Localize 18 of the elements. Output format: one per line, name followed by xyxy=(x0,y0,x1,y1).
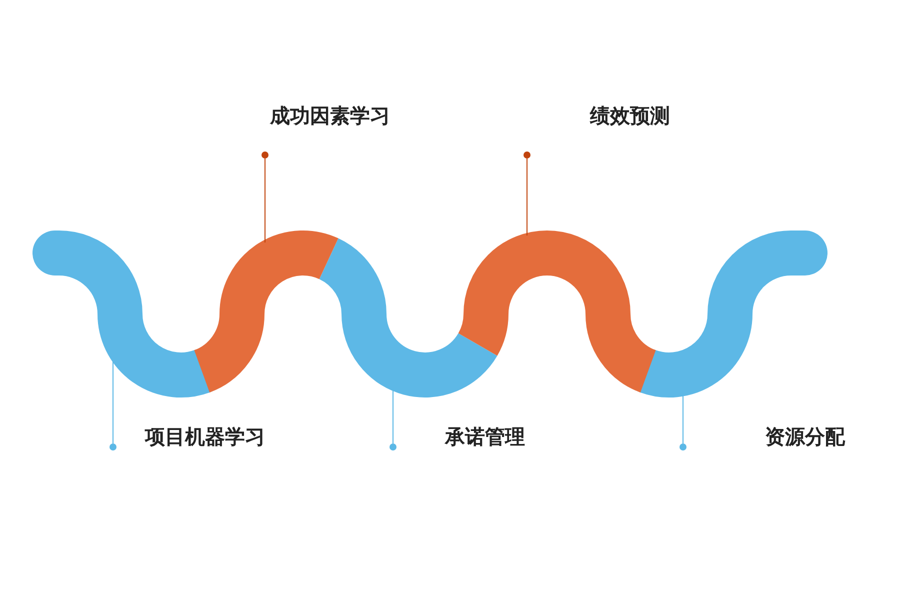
leader-dot xyxy=(110,444,116,450)
leader-line xyxy=(112,360,114,444)
stage-label: 成功因素学习 xyxy=(270,102,390,130)
leader-dot xyxy=(390,444,396,450)
leader-line xyxy=(682,393,684,444)
wave-band-segment xyxy=(192,230,337,392)
leader-dot xyxy=(262,152,268,158)
stage-label: 资源分配 xyxy=(765,424,845,450)
leader-dot xyxy=(680,444,686,450)
leader-dot xyxy=(524,152,530,158)
leader-line xyxy=(526,158,528,236)
stage-label: 承诺管理 xyxy=(445,424,525,450)
wave-band-segment xyxy=(318,238,497,398)
wave-band-segment xyxy=(458,230,658,392)
stage-label: 绩效预测 xyxy=(590,102,670,130)
leader-line xyxy=(392,388,394,444)
leader-line xyxy=(264,158,266,243)
stage-label: 项目机器学习 xyxy=(145,424,265,450)
